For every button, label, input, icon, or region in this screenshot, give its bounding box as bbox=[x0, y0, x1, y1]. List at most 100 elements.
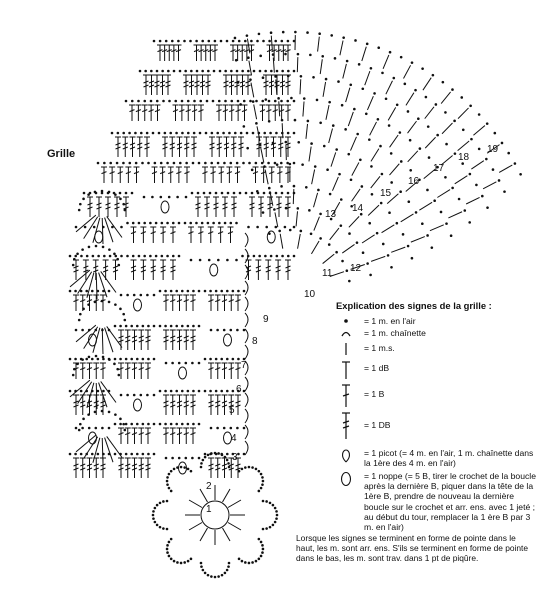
stitch bbox=[163, 427, 169, 444]
chain-dot bbox=[217, 575, 220, 578]
chain-dot bbox=[268, 525, 272, 529]
stitch bbox=[221, 362, 228, 379]
stitch bbox=[69, 269, 91, 288]
chain-dot bbox=[250, 39, 253, 43]
stitch bbox=[124, 362, 131, 379]
chain-dot bbox=[407, 200, 411, 204]
chain-dot bbox=[225, 357, 229, 361]
stitch bbox=[381, 224, 395, 234]
chain-dot bbox=[481, 194, 484, 198]
chain-dot bbox=[207, 258, 211, 262]
stitch bbox=[348, 216, 360, 228]
chain-dot bbox=[171, 39, 174, 43]
stitch bbox=[167, 166, 174, 183]
chain-dot bbox=[269, 254, 273, 258]
stitch bbox=[339, 40, 344, 56]
chain-dot bbox=[134, 131, 137, 135]
chain-dot bbox=[108, 358, 111, 361]
chain-dot bbox=[250, 168, 254, 172]
stitch bbox=[141, 104, 148, 121]
double-crochet-icon bbox=[336, 384, 364, 408]
chain-dot bbox=[203, 452, 207, 456]
chain-dot bbox=[395, 221, 399, 225]
chain-dot bbox=[152, 39, 156, 43]
chain-dot bbox=[275, 131, 278, 135]
legend-item-double: = 1 B bbox=[336, 384, 536, 412]
stitch bbox=[429, 224, 444, 232]
chain-dot bbox=[271, 523, 275, 527]
stitch bbox=[332, 176, 339, 191]
chain-dot bbox=[213, 575, 217, 579]
chain-dot bbox=[137, 254, 141, 258]
chain-dot bbox=[286, 74, 290, 78]
chain-dot bbox=[257, 131, 261, 135]
stitch bbox=[235, 104, 242, 121]
chain-dot bbox=[163, 131, 167, 135]
chain-dot bbox=[203, 455, 207, 459]
stitch bbox=[183, 294, 190, 311]
stitch bbox=[274, 212, 279, 228]
chain-dot bbox=[81, 426, 84, 430]
stitch bbox=[101, 217, 104, 245]
chain-dot bbox=[408, 138, 412, 142]
stitch bbox=[138, 427, 145, 444]
stitch bbox=[150, 226, 157, 243]
chain-dot bbox=[235, 258, 238, 262]
chain-dot bbox=[220, 573, 224, 577]
stitch bbox=[161, 44, 168, 61]
chain-dot bbox=[147, 452, 150, 456]
chain-dot bbox=[101, 245, 105, 249]
chain-dot bbox=[365, 42, 369, 46]
chain-dot bbox=[76, 362, 79, 366]
round-number-12: 12 bbox=[350, 263, 362, 274]
stitch bbox=[208, 294, 214, 311]
chain-dot bbox=[176, 561, 179, 564]
chain-dot bbox=[369, 67, 373, 70]
chain-dot bbox=[284, 206, 288, 210]
stitch bbox=[292, 189, 295, 205]
stitch bbox=[265, 259, 272, 280]
chain-dot bbox=[118, 191, 122, 195]
stitch bbox=[165, 74, 171, 95]
chain-dot bbox=[310, 142, 313, 145]
chain-dot bbox=[339, 224, 343, 227]
chain-dot bbox=[107, 289, 111, 293]
stitch bbox=[217, 226, 224, 243]
chain-dot bbox=[261, 211, 265, 214]
chain-arc bbox=[244, 360, 249, 376]
chain-dot bbox=[91, 254, 95, 258]
stitch bbox=[268, 166, 275, 183]
chain-dot bbox=[345, 269, 349, 273]
chain-dot bbox=[273, 208, 276, 211]
chain-dot bbox=[124, 452, 128, 456]
chain-dot bbox=[239, 131, 243, 135]
chain-dot bbox=[470, 137, 473, 141]
chain-dot bbox=[177, 361, 181, 365]
chain-dot bbox=[366, 262, 369, 265]
chain-dot bbox=[82, 417, 85, 421]
chain-dot bbox=[144, 69, 147, 73]
stitch bbox=[256, 136, 262, 157]
chain-dot bbox=[135, 422, 139, 426]
chain-dot bbox=[267, 186, 271, 190]
chain-dot bbox=[96, 161, 100, 165]
stitch bbox=[345, 87, 351, 103]
stitch bbox=[297, 233, 301, 249]
chain-dot bbox=[231, 39, 235, 43]
stitch bbox=[302, 101, 305, 117]
chain-dot bbox=[147, 161, 150, 165]
chain-dot bbox=[354, 39, 357, 42]
chain-dot bbox=[175, 324, 179, 328]
chain-dot bbox=[381, 242, 385, 246]
chain-dot bbox=[431, 73, 435, 77]
chain-dot bbox=[273, 99, 277, 103]
chain-dot bbox=[349, 178, 353, 182]
stitch bbox=[143, 74, 149, 95]
stitch bbox=[175, 44, 182, 61]
chain-dot bbox=[275, 254, 279, 258]
chain-arc bbox=[244, 280, 249, 296]
chain-dot bbox=[256, 39, 259, 43]
chain-dot bbox=[165, 479, 169, 483]
chain-dot bbox=[414, 211, 418, 214]
chain-dot bbox=[120, 254, 123, 258]
